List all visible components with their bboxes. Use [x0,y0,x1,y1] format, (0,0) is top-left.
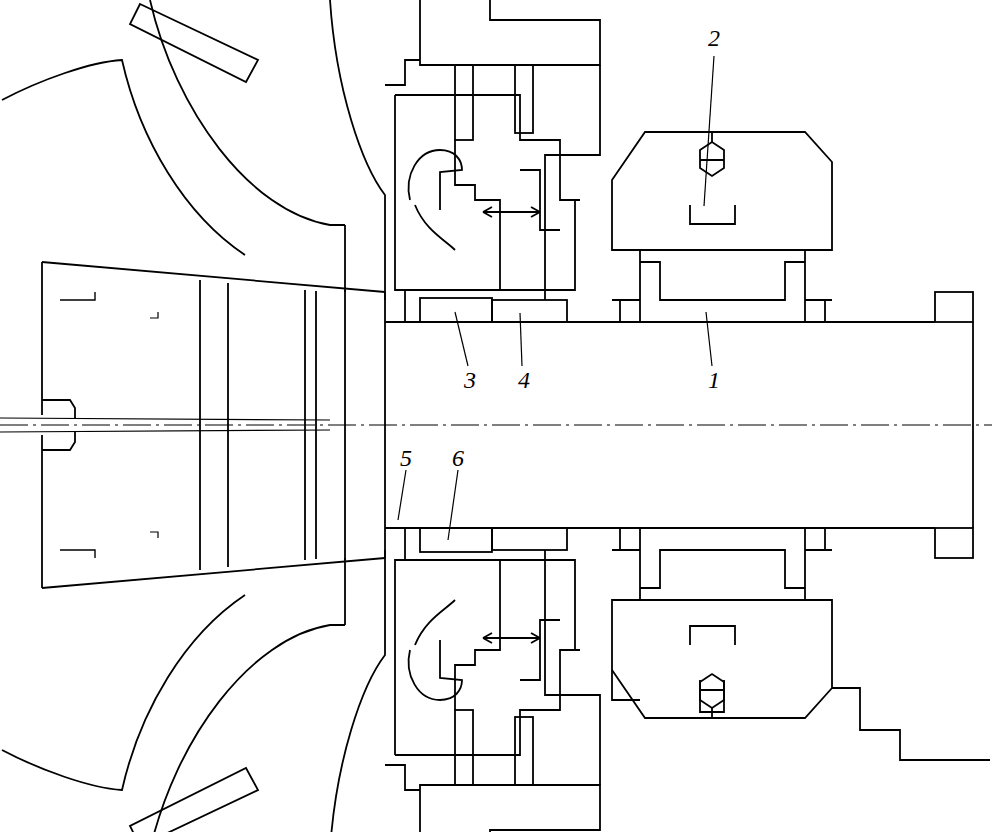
center-line [0,424,992,425]
callout-number: 4 [516,368,532,392]
pedestal [832,688,990,760]
callout-number: 3 [462,368,478,392]
bolt [700,680,724,712]
callout-number: 2 [706,26,722,50]
callout-number: 6 [450,446,466,470]
leader-lines [398,56,714,540]
upper-half [0,0,973,425]
pedestal [612,670,640,700]
callout-number: 5 [398,446,414,470]
callout-number: 1 [706,368,722,392]
